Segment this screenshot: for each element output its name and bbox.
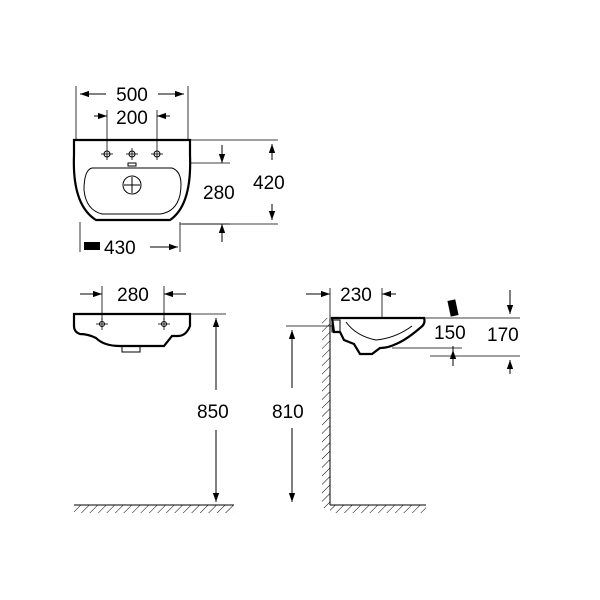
top-view-basin-outline [72, 138, 192, 222]
top-view-drain-icon [122, 175, 142, 195]
side-view: 230 810 150 170 [272, 285, 520, 513]
dim-500-label: 500 [116, 85, 148, 106]
dim-810-label: 810 [272, 402, 304, 423]
front-floor-hatch [74, 505, 234, 513]
dim-280-front-label: 280 [117, 285, 149, 306]
dim-150-label: 150 [434, 323, 466, 344]
tap-hole-left-icon [101, 148, 113, 160]
front-view-waste [121, 346, 141, 353]
top-view-overflow [127, 162, 137, 167]
side-floor-hatch [330, 505, 426, 513]
dim-170-label: 170 [487, 325, 519, 346]
top-view-tap-holes [101, 148, 163, 160]
side-basin-inner [345, 321, 413, 341]
front-view-basin [72, 312, 192, 348]
side-top-mark [447, 299, 459, 317]
top-view-bowl [83, 167, 182, 215]
side-wall-hatch [322, 318, 330, 508]
tap-hole-center-icon [126, 148, 138, 160]
dim-430-label: 430 [104, 238, 136, 259]
dim-850-label: 850 [197, 402, 229, 423]
side-basin-profile [330, 316, 426, 356]
dim-280-depth-label: 280 [203, 183, 235, 204]
dim-420-label: 420 [253, 173, 285, 194]
tap-hole-right-icon [151, 148, 163, 160]
top-view: 500 200 280 420 430 [72, 85, 285, 259]
dim-200-label: 200 [116, 108, 148, 129]
dim-230-label: 230 [340, 285, 372, 306]
dim-430-start-mark [84, 242, 100, 250]
front-view: 280 850 [72, 285, 234, 513]
